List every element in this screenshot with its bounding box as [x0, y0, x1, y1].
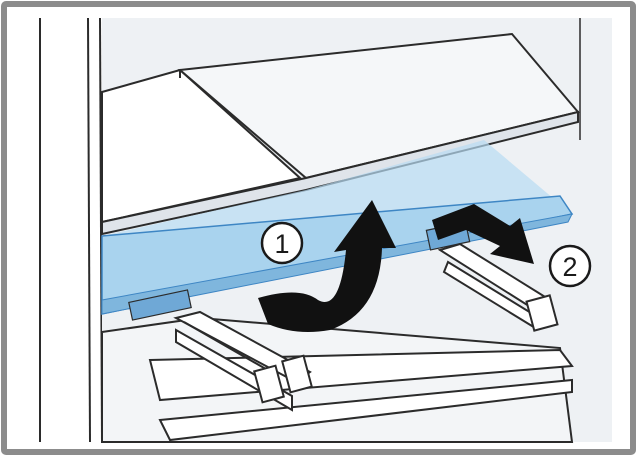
- step-number-1: 1: [274, 229, 289, 259]
- shelf-clip-left: [128, 289, 192, 321]
- lift-arrow: [258, 200, 396, 332]
- step-number-2: 2: [562, 252, 577, 282]
- step-callout-2: 2: [548, 244, 592, 288]
- upper-glass-shelf: [101, 32, 580, 236]
- telescopic-rail-right: [437, 242, 559, 332]
- pull-out-arrow: [432, 204, 534, 264]
- step-callout-1: 1: [260, 221, 304, 265]
- telescopic-rail-left: [173, 310, 313, 412]
